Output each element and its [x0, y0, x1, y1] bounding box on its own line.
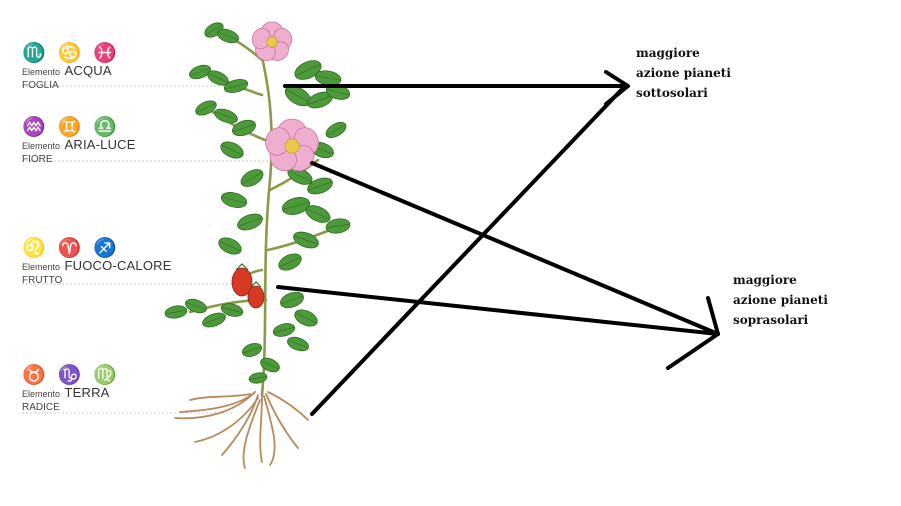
- flower-top: [251, 21, 293, 61]
- leaf-vein: [232, 123, 256, 133]
- root-strand: [174, 391, 256, 420]
- note-line: azione pianeti: [733, 293, 828, 307]
- element-name: TERRA: [64, 385, 110, 400]
- leaf-vein: [326, 124, 346, 136]
- element-water: ♏ ♋ ♓ Elemento ACQUA FOGLIA: [22, 42, 120, 92]
- leaf-vein: [220, 144, 244, 156]
- leaf-vein: [207, 73, 229, 83]
- leaf-vein: [260, 360, 280, 370]
- root-strand: [267, 391, 309, 421]
- arrows: [276, 70, 720, 416]
- stem: [208, 108, 267, 142]
- zodiac-signs-water: ♏ ♋ ♓: [22, 42, 121, 64]
- root-strand: [194, 397, 259, 443]
- leaf-vein: [295, 63, 321, 77]
- note-line: maggiore: [636, 46, 700, 60]
- fruit: [247, 285, 265, 309]
- flower-center: [284, 138, 300, 154]
- element-air: ♒ ♊ ♎ Elemento ARIA-LUCE FIORE: [22, 116, 136, 166]
- root-strand: [189, 393, 251, 401]
- leaf-vein: [237, 217, 263, 227]
- leaf-vein: [224, 82, 248, 90]
- plant-part-flower: FIORE: [22, 154, 53, 165]
- element-name: ARIA-LUCE: [64, 137, 136, 152]
- arrow-head-sottosolari: [604, 70, 630, 106]
- flower-center: [266, 36, 278, 48]
- leaf-vein: [249, 376, 267, 380]
- leaf-vein: [185, 301, 207, 311]
- note-line: soprasolari: [733, 313, 809, 327]
- element-label-water: Elemento ACQUA: [22, 64, 120, 79]
- element-earth: ♉ ♑ ♍ Elemento TERRA RADICE: [22, 364, 120, 414]
- guide-lines: [22, 85, 268, 414]
- root-strand: [263, 395, 276, 466]
- leaf-vein: [282, 202, 310, 210]
- leaf-vein: [287, 339, 309, 349]
- leaf-vein: [326, 223, 350, 229]
- root-strand: [259, 394, 263, 463]
- zodiac-signs-fire: ♌ ♈ ♐: [22, 237, 121, 259]
- root-strand: [265, 393, 299, 449]
- element-prefix: Elemento: [22, 262, 61, 272]
- plant-part-fruit: FRUTTO: [22, 275, 63, 286]
- leaf-vein: [293, 235, 319, 245]
- element-prefix: Elemento: [22, 141, 61, 151]
- arrow-root-to-sottosolari: [310, 84, 627, 416]
- leaf-vein: [285, 88, 311, 104]
- leaf-vein: [165, 309, 187, 315]
- root-strand: [242, 399, 261, 469]
- leaf-vein: [195, 103, 217, 113]
- fruit-sepal: [235, 263, 249, 271]
- leaf-vein: [306, 208, 330, 220]
- leaf-vein: [280, 295, 304, 305]
- leaf-vein: [307, 181, 333, 191]
- zodiac-signs-air: ♒ ♊ ♎: [22, 116, 121, 138]
- leaf-vein: [315, 75, 341, 81]
- element-name: ACQUA: [64, 63, 112, 78]
- element-fire: ♌ ♈ ♐ Elemento FUOCO-CALORE FRUTTO: [22, 237, 172, 287]
- leaf-vein: [294, 312, 318, 324]
- fruit: [231, 267, 253, 297]
- leaf-vein: [242, 346, 262, 354]
- leaf-vein: [273, 326, 295, 334]
- plant: [164, 21, 351, 469]
- leaf-vein: [326, 88, 350, 96]
- leaf-vein: [217, 31, 239, 41]
- element-name: FUOCO-CALORE: [64, 258, 172, 273]
- plant-part-leaf: FOGLIA: [22, 80, 59, 91]
- arrow-flower-to-soprasolari: [310, 161, 720, 336]
- element-prefix: Elemento: [22, 389, 61, 399]
- leaf-vein: [288, 170, 312, 182]
- leaf-vein: [214, 111, 238, 121]
- leaf-vein: [307, 95, 333, 105]
- leaf-vein: [221, 306, 243, 314]
- plant-part-root: RADICE: [22, 402, 60, 413]
- note-soprasolari: maggiore azione pianeti soprasolari: [733, 270, 828, 330]
- leaf-vein: [189, 67, 211, 77]
- element-label-air: Elemento ARIA-LUCE: [22, 138, 136, 153]
- leaf-vein: [278, 256, 302, 268]
- note-line: azione pianeti: [636, 66, 731, 80]
- leaf-vein: [221, 196, 247, 204]
- zodiac-signs-earth: ♉ ♑ ♍: [22, 364, 121, 386]
- leaf-vein: [218, 240, 242, 252]
- leaf-vein: [205, 24, 223, 36]
- note-line: maggiore: [733, 273, 797, 287]
- element-prefix: Elemento: [22, 67, 61, 77]
- leaf-vein: [241, 171, 263, 185]
- element-label-earth: Elemento TERRA: [22, 386, 120, 401]
- note-line: sottosolari: [636, 86, 708, 100]
- stem: [256, 38, 273, 397]
- note-sottosolari: maggiore azione pianeti sottosolari: [636, 43, 731, 103]
- flower-middle: [265, 118, 319, 172]
- arrow-head-soprasolari: [666, 296, 720, 370]
- arrow-fruit-to-soprasolari: [276, 285, 720, 336]
- fruit-sepal: [250, 281, 262, 288]
- element-label-fire: Elemento FUOCO-CALORE: [22, 259, 172, 274]
- leaf-vein: [202, 315, 226, 325]
